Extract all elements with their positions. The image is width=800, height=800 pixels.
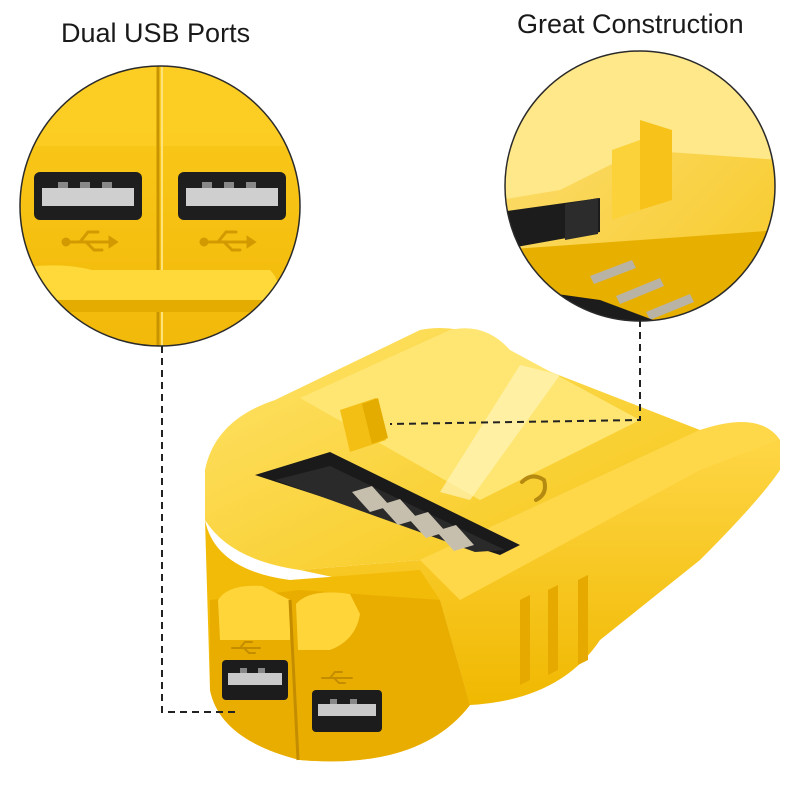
- usb-port-zoom-right: [178, 172, 286, 220]
- caption-dual-usb-ports: Dual USB Ports: [61, 18, 251, 48]
- usb-icon: [61, 230, 119, 252]
- battery-adapter-body: [205, 328, 780, 762]
- zoom-circle-usb-ports: [20, 66, 300, 346]
- usb-port-zoom-left: [34, 172, 142, 220]
- usb-port-front-left: [222, 660, 288, 700]
- caption-great-construction: Great Construction: [517, 9, 744, 39]
- leader-lines: [161, 320, 641, 713]
- usb-port-front-right: [312, 690, 382, 732]
- usb-icon: [321, 671, 353, 684]
- usb-icon: [199, 230, 257, 252]
- zoom-circle-construction: [505, 51, 775, 321]
- usb-icon: [231, 641, 261, 654]
